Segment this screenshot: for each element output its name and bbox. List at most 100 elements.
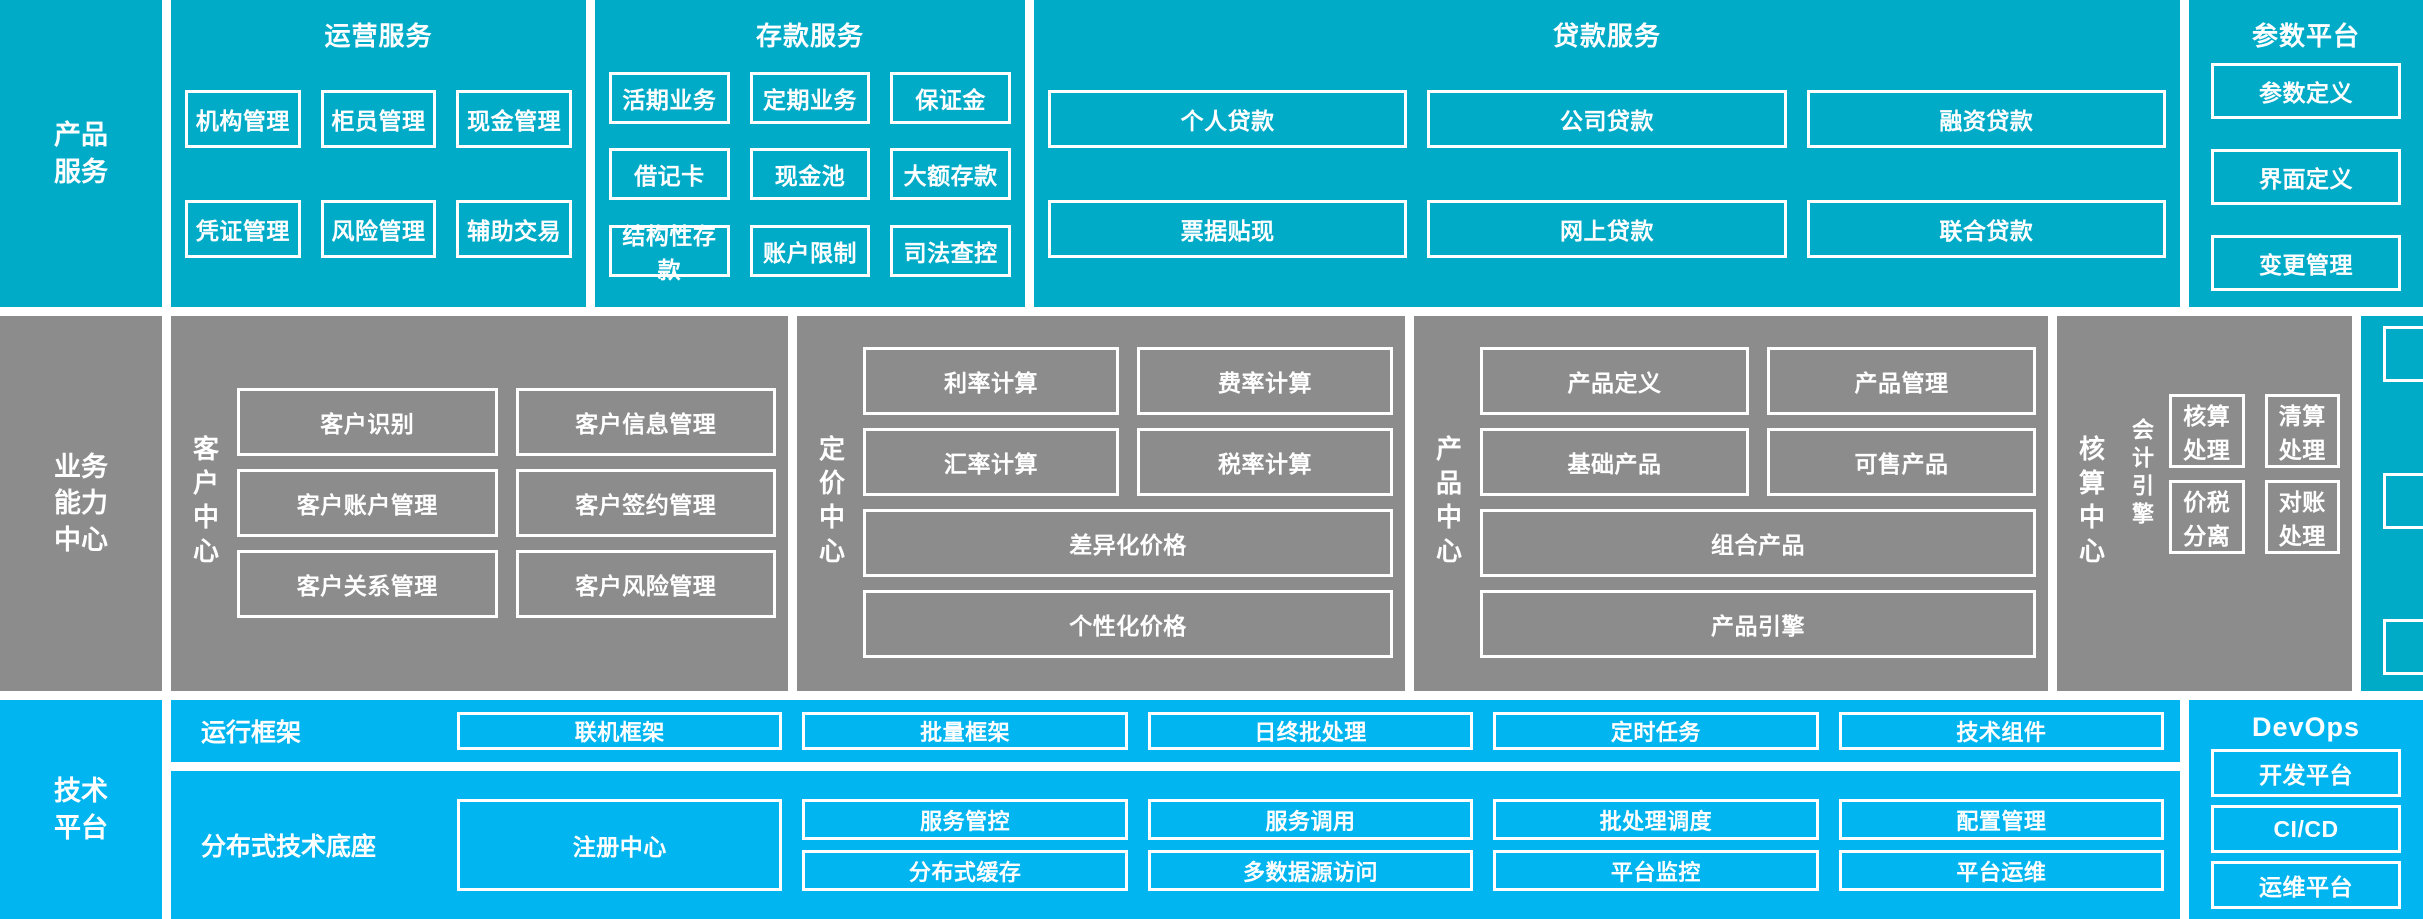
- tile-row: 利率计算 费率计算: [863, 347, 1393, 415]
- tile-scheduled-task[interactable]: 定时任务: [1493, 712, 1819, 750]
- tile-margin-deposit[interactable]: 保证金: [890, 71, 1012, 124]
- devops-items: 开发平台 CI/CD 运维平台: [2211, 749, 2401, 909]
- tile-large-deposit[interactable]: 大额存款: [890, 148, 1012, 200]
- tile-demand-deposit[interactable]: 活期业务: [609, 71, 730, 124]
- tile-debit-card[interactable]: 借记卡: [609, 148, 730, 200]
- tile-differentiated-price[interactable]: 差异化价格: [863, 509, 1393, 577]
- tile-parameter-publish[interactable]: 参数发布: [2383, 472, 2423, 529]
- tile-end-of-day-batch[interactable]: 日终批处理: [1147, 712, 1474, 750]
- tech-col: 联机框架: [457, 712, 783, 750]
- tile-row: 客户账户管理 客户签约管理: [237, 468, 776, 537]
- group-operation-service: 运营服务 机构管理 柜员管理 现金管理 凭证管理 风险管理 辅助交易: [171, 0, 586, 307]
- tile-cash-pool[interactable]: 现金池: [749, 148, 871, 200]
- tile-row: 凭证管理 风险管理 辅助交易: [185, 199, 573, 258]
- group-title: 贷款服务: [1552, 21, 1661, 51]
- tech-row-label: 运行框架: [201, 719, 302, 747]
- tile-customer-identification[interactable]: 客户识别: [237, 387, 498, 456]
- tech-col: 批量框架: [802, 712, 1128, 750]
- center-accounting: 核算中心 会计引擎 核算处理 清算处理 价税分离 对账处理: [2057, 316, 2352, 874]
- tile-row: 结构性存款 账户限制 司法查控: [609, 223, 1012, 283]
- tile-row: 票据贴现 网上贷款 联合贷款: [1048, 199, 2166, 258]
- tile-parameter-definition[interactable]: 参数定义: [2211, 63, 2401, 119]
- tile-product-engine[interactable]: 产品引擎: [1480, 590, 2036, 658]
- tile-development-platform[interactable]: 开发平台: [2211, 749, 2401, 797]
- tile-row: 借记卡 现金池 大额存款: [609, 148, 1012, 200]
- tile-change-management[interactable]: 变更管理: [2211, 235, 2401, 291]
- tile-personal-loan[interactable]: 个人贷款: [1048, 90, 1408, 149]
- tile-customer-relationship-management[interactable]: 客户关系管理: [237, 549, 498, 618]
- tile-exchange-rate-calc[interactable]: 汇率计算: [863, 428, 1119, 496]
- tile-service-invocation[interactable]: 服务调用: [1147, 799, 1474, 840]
- tile-batch-framework[interactable]: 批量框架: [802, 712, 1128, 750]
- tile-sellable-product[interactable]: 可售产品: [1767, 428, 2036, 496]
- tile-technical-component[interactable]: 技术组件: [1838, 712, 2165, 750]
- tile-platform-operations[interactable]: 平台运维: [1838, 850, 2165, 891]
- tile-online-framework[interactable]: 联机框架: [457, 712, 783, 750]
- tile-basic-product[interactable]: 基础产品: [1480, 428, 1749, 496]
- center-customer: 客户中心 客户识别 客户信息管理 客户账户管理 客户签约管理 客户关系管理 客户…: [171, 316, 788, 691]
- tile-row: 价税分离 对账处理: [2169, 480, 2340, 554]
- technology-platform-layer: 技术平台 运行框架 联机框架 批量框架 日终批处理 定时任务: [0, 700, 2423, 919]
- tile-fee-rate-calc[interactable]: 费率计算: [1137, 347, 1393, 415]
- tile-auxiliary-transaction[interactable]: 辅助交易: [456, 199, 573, 258]
- tile-online-loan[interactable]: 网上贷款: [1427, 199, 1787, 258]
- tile-corporate-loan[interactable]: 公司贷款: [1427, 90, 1787, 149]
- tile-account-restriction[interactable]: 账户限制: [749, 224, 871, 277]
- center-body: 产品定义 产品管理 基础产品 可售产品 组合产品 产品引擎: [1480, 326, 2036, 679]
- tech-col: 定时任务: [1493, 712, 1819, 750]
- tile-grid: 活期业务 定期业务 保证金 借记卡 现金池 大额存款 结构性存款 账户限制 司法…: [609, 57, 1012, 293]
- tile-parameter-compare[interactable]: 参数对比: [2383, 619, 2423, 675]
- tile-settlement-processing[interactable]: 清算处理: [2264, 394, 2340, 468]
- tile-customer-info-management[interactable]: 客户信息管理: [515, 387, 776, 456]
- tile-registry-center[interactable]: 注册中心: [457, 799, 783, 891]
- tile-teller-management[interactable]: 柜员管理: [320, 90, 437, 149]
- tech-row-columns: 注册中心 服务管控 分布式缓存 服务调用 多数据源访问 批处理调度 平台监控: [457, 799, 2165, 891]
- tile-ci-cd[interactable]: CI/CD: [2211, 805, 2401, 853]
- tile-time-deposit[interactable]: 定期业务: [749, 71, 871, 124]
- tile-cash-management[interactable]: 现金管理: [456, 90, 573, 149]
- tile-row: 个人贷款 公司贷款 融资贷款: [1048, 90, 2166, 149]
- tile-bill-discount[interactable]: 票据贴现: [1048, 199, 1408, 258]
- tech-col: 日终批处理: [1147, 712, 1474, 750]
- tile-multi-datasource-access[interactable]: 多数据源访问: [1147, 850, 1474, 891]
- tile-accounting-processing[interactable]: 核算处理: [2169, 394, 2245, 468]
- tile-risk-management[interactable]: 风险管理: [320, 199, 437, 258]
- tech-row-runtime-framework: 运行框架 联机框架 批量框架 日终批处理 定时任务 技术组件: [171, 700, 2180, 762]
- center-label-customer: 客户中心: [189, 434, 220, 571]
- tile-distributed-cache[interactable]: 分布式缓存: [802, 850, 1128, 891]
- column-parameter-platform-bottom: 流程管理 参数发布 参数对比: [2361, 316, 2423, 691]
- tile-syndicated-loan[interactable]: 联合贷款: [1806, 199, 2166, 258]
- tile-platform-monitoring[interactable]: 平台监控: [1493, 850, 1819, 891]
- layer-label-text: 业务能力中心: [54, 451, 108, 555]
- tile-personalized-price[interactable]: 个性化价格: [863, 590, 1393, 658]
- layer-label-text: 技术平台: [54, 776, 108, 843]
- tile-process-management[interactable]: 流程管理: [2383, 326, 2423, 382]
- tile-customer-risk-management[interactable]: 客户风险管理: [515, 549, 776, 618]
- tile-interest-rate-calc[interactable]: 利率计算: [863, 347, 1119, 415]
- tech-col: 配置管理 平台运维: [1838, 799, 2165, 891]
- tile-org-management[interactable]: 机构管理: [185, 90, 301, 149]
- tile-voucher-management[interactable]: 凭证管理: [185, 199, 301, 258]
- tile-product-management[interactable]: 产品管理: [1767, 347, 2036, 415]
- tech-col: 技术组件: [1838, 712, 2165, 750]
- tech-col: 服务调用 多数据源访问: [1147, 799, 1474, 891]
- tile-customer-contract-management[interactable]: 客户签约管理: [515, 468, 776, 537]
- tile-judicial-freeze[interactable]: 司法查控: [890, 224, 1012, 277]
- tile-tax-rate-calc[interactable]: 税率计算: [1137, 428, 1393, 496]
- tile-configuration-management[interactable]: 配置管理: [1838, 799, 2165, 840]
- column-parameter-platform-top: 参数平台 参数定义 界面定义 变更管理: [2189, 0, 2423, 307]
- tile-product-definition[interactable]: 产品定义: [1480, 347, 1749, 415]
- tile-customer-account-management[interactable]: 客户账户管理: [237, 468, 498, 537]
- tile-service-governance[interactable]: 服务管控: [802, 799, 1128, 840]
- tile-interface-definition[interactable]: 界面定义: [2211, 149, 2401, 205]
- tile-batch-scheduling[interactable]: 批处理调度: [1493, 799, 1819, 840]
- tile-structured-deposit[interactable]: 结构性存款: [609, 223, 730, 283]
- center-body: 客户识别 客户信息管理 客户账户管理 客户签约管理 客户关系管理 客户风险管理: [237, 326, 776, 679]
- tile-price-tax-separation[interactable]: 价税分离: [2169, 480, 2245, 554]
- tile-financing-loan[interactable]: 融资贷款: [1806, 90, 2166, 149]
- tile-ops-platform[interactable]: 运维平台: [2211, 861, 2401, 909]
- group-deposit-service: 存款服务 活期业务 定期业务 保证金 借记卡 现金池 大额存款 结构性存款 账户…: [595, 0, 1025, 307]
- tile-composite-product[interactable]: 组合产品: [1480, 509, 2036, 577]
- tech-row-label: 分布式技术底座: [201, 833, 377, 861]
- tile-reconciliation-processing[interactable]: 对账处理: [2264, 480, 2340, 554]
